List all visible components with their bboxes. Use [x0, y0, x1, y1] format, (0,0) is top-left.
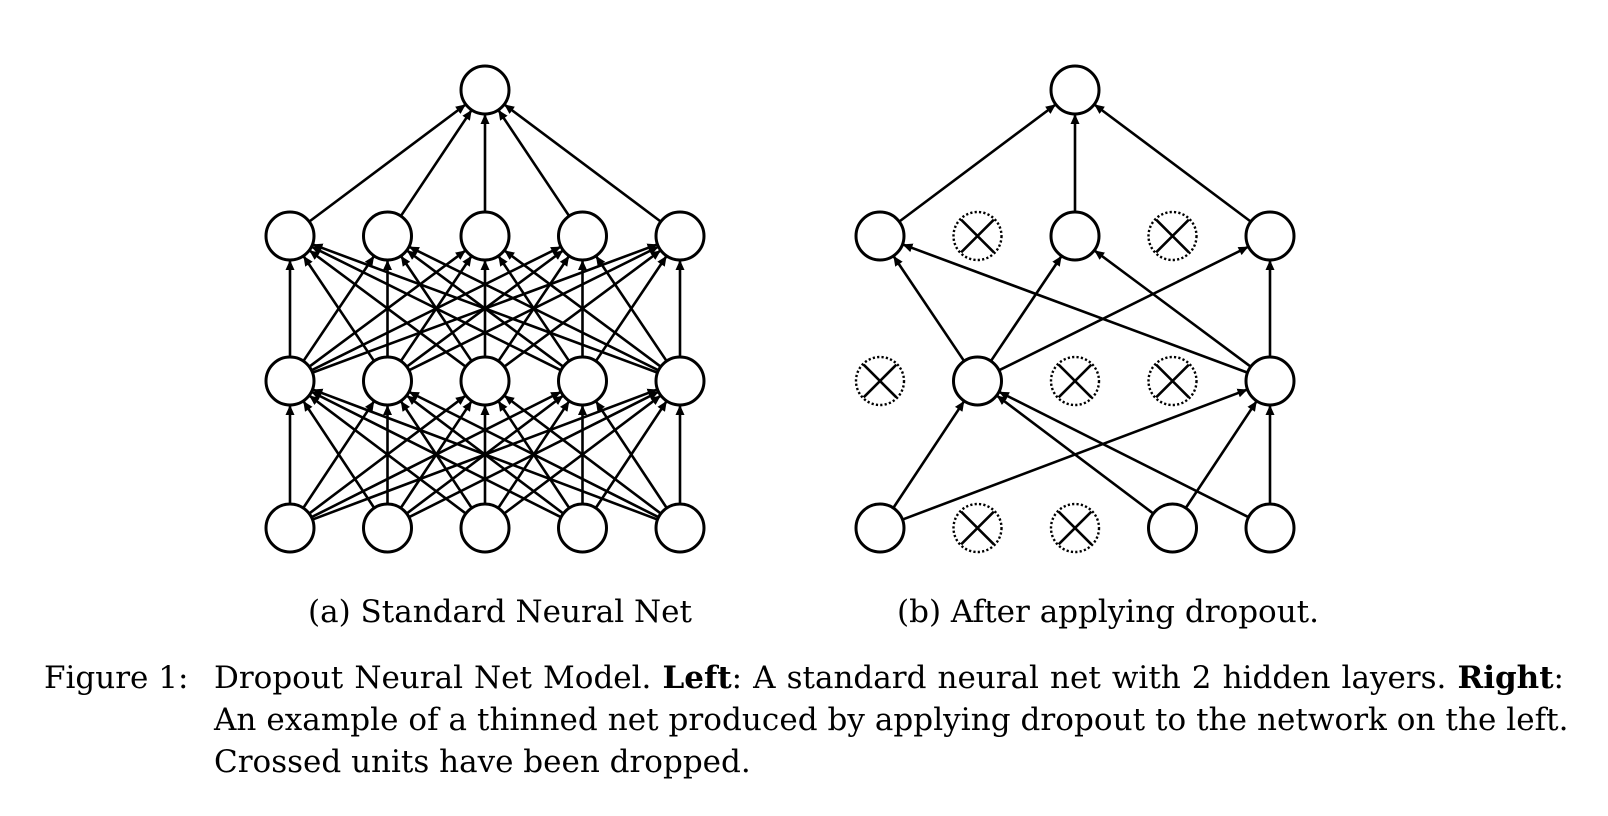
unit-input-4	[557, 502, 608, 554]
caption-line-1: Dropout Neural Net Model. Left: A standa…	[214, 657, 1564, 699]
cross-line	[960, 510, 995, 546]
connection-arrow	[892, 255, 966, 362]
caption-left-text: : A standard neural net with 2 hidden la…	[731, 660, 1458, 696]
cross-line	[960, 218, 995, 254]
caption-right-colon: :	[1553, 660, 1564, 696]
connection-arrow	[595, 401, 668, 509]
connection-arrow	[996, 395, 1155, 515]
connection-arrow	[497, 109, 571, 217]
dropped-unit-input-3	[1049, 502, 1101, 554]
unit-input-5	[1244, 502, 1296, 554]
unit-hidden-2-1	[854, 210, 906, 262]
unit-hidden-2-4	[557, 210, 608, 262]
connection-arrow	[309, 249, 467, 368]
caption-left-bold: Left	[662, 660, 732, 696]
connection-arrow	[902, 243, 1248, 374]
caption-line-2: An example of a thinned net produced by …	[214, 702, 1569, 738]
connection-arrow	[312, 243, 658, 374]
cross-line	[1155, 218, 1190, 254]
unit-output-1	[459, 64, 511, 116]
cross-line	[1057, 510, 1093, 546]
caption-intro: Dropout Neural Net Model.	[214, 660, 663, 696]
figure-label: Figure 1:	[44, 660, 189, 696]
connection-arrow	[302, 255, 376, 362]
dropped-unit-hidden-2-2	[952, 210, 1003, 262]
unit-hidden-1-2	[362, 355, 413, 407]
unit-hidden-1-3	[459, 355, 511, 407]
unit-input-3	[459, 502, 511, 554]
dropout-network	[854, 64, 1296, 554]
connection-arrow	[898, 103, 1056, 223]
connection-arrow	[302, 401, 376, 509]
unit-hidden-2-1	[264, 210, 316, 262]
unit-hidden-2-3	[1049, 210, 1101, 262]
connection-arrow	[399, 109, 473, 217]
dropout-diagram: (a) Standard Neural Net (b) After applyi…	[264, 64, 1319, 630]
connection-arrow	[311, 391, 562, 519]
unit-hidden-2-3	[459, 210, 511, 262]
connection-arrow	[1094, 249, 1252, 368]
dropped-unit-input-2	[952, 502, 1003, 554]
unit-hidden-2-5	[654, 210, 706, 262]
subcaption-standard-neural-net: (a) Standard Neural Net	[308, 594, 692, 630]
connection-arrow	[1094, 103, 1252, 223]
cross-line	[1155, 363, 1190, 399]
unit-input-4	[1147, 502, 1198, 554]
unit-hidden-2-5	[1244, 210, 1296, 262]
unit-hidden-2-2	[362, 210, 413, 262]
connection-arrow	[308, 103, 466, 223]
connection-arrow	[989, 255, 1063, 362]
connection-arrow	[504, 395, 662, 515]
dropped-unit-hidden-1-1	[854, 355, 906, 407]
dropped-unit-hidden-1-4	[1147, 355, 1198, 407]
caption-line-3: Crossed units have been dropped.	[214, 744, 751, 780]
connection-arrow	[312, 388, 659, 521]
cross-line	[1057, 363, 1093, 399]
unit-input-1	[264, 502, 316, 554]
unit-input-2	[362, 502, 413, 554]
standard-network	[264, 64, 706, 554]
caption-right-bold: Right	[1457, 660, 1554, 696]
connection-arrow	[504, 103, 662, 223]
connection-arrow	[409, 245, 660, 372]
connection-arrow	[504, 249, 662, 368]
connection-arrow	[309, 395, 467, 515]
unit-hidden-1-5	[654, 355, 706, 407]
unit-hidden-1-1	[264, 355, 316, 407]
connection-arrow	[998, 245, 1249, 372]
unit-input-1	[854, 502, 906, 554]
connection-arrow	[998, 391, 1250, 519]
connection-arrow	[408, 391, 660, 519]
figure-caption-text: Dropout Neural Net Model. Left: A standa…	[214, 657, 1569, 783]
cross-line	[862, 363, 898, 399]
connection-arrow	[311, 245, 562, 372]
connections	[285, 103, 685, 521]
unit-input-5	[654, 502, 706, 554]
unit-output-1	[1049, 64, 1101, 116]
subcaption-after-dropout: (b) After applying dropout.	[897, 594, 1319, 630]
figure-caption: Figure 1: Dropout Neural Net Model. Left…	[44, 657, 1569, 787]
unit-hidden-1-2	[952, 355, 1003, 407]
unit-hidden-1-5	[1244, 355, 1296, 407]
connection-arrow	[892, 401, 965, 509]
unit-hidden-1-4	[557, 355, 608, 407]
connection-arrow	[595, 255, 668, 362]
connections	[892, 103, 1275, 521]
dropped-unit-hidden-1-3	[1049, 355, 1101, 407]
dropped-unit-hidden-2-4	[1147, 210, 1198, 262]
